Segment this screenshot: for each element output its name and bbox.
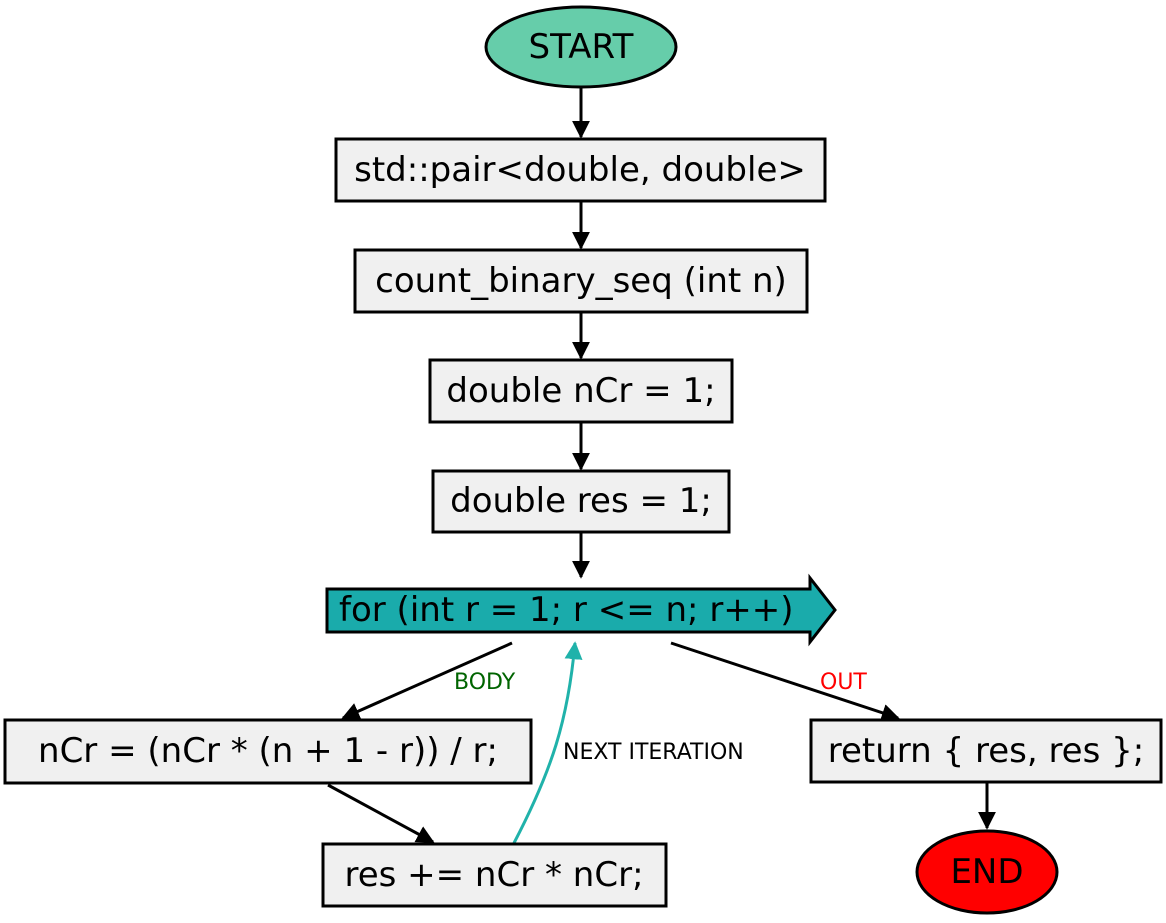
signature-name-node[interactable]: count_binary_seq (int n)	[353, 248, 809, 314]
return-label: return { res, res };	[828, 731, 1144, 771]
signature-type-node[interactable]: std::pair<double, double>	[334, 137, 827, 203]
return-node[interactable]: return { res, res };	[809, 718, 1163, 784]
next-iteration-edge-label: NEXT ITERATION	[563, 740, 744, 765]
update-res-label: res += nCr * nCr;	[344, 855, 643, 895]
loop-label: for (int r = 1; r <= n; r++)	[339, 590, 794, 630]
loop-node[interactable]: for (int r = 1; r <= n; r++)	[325, 573, 837, 647]
update-ncr-label: nCr = (nCr * (n + 1 - r)) / r;	[38, 731, 498, 771]
edge-loop-out	[670, 641, 900, 722]
start-node[interactable]: START	[484, 5, 678, 89]
start-label: START	[529, 27, 634, 67]
init-ncr-node[interactable]: double nCr = 1;	[428, 358, 734, 424]
update-ncr-node[interactable]: nCr = (nCr * (n + 1 - r)) / r;	[3, 718, 533, 785]
body-edge-label: BODY	[454, 670, 516, 695]
signature-name-label: count_binary_seq (int n)	[375, 261, 787, 301]
init-ncr-label: double nCr = 1;	[446, 371, 715, 411]
update-res-node[interactable]: res += nCr * nCr;	[321, 842, 668, 908]
edge-ncr-to-res-update	[327, 783, 435, 844]
init-res-node[interactable]: double res = 1;	[431, 469, 731, 534]
out-edge-label: OUT	[820, 670, 867, 695]
edges	[327, 88, 996, 844]
end-node[interactable]: END	[915, 829, 1059, 915]
edge-next-iteration	[512, 641, 583, 844]
end-label: END	[950, 852, 1023, 892]
signature-type-label: std::pair<double, double>	[354, 150, 806, 190]
edge-loop-body	[341, 641, 513, 720]
init-res-label: double res = 1;	[450, 481, 712, 521]
